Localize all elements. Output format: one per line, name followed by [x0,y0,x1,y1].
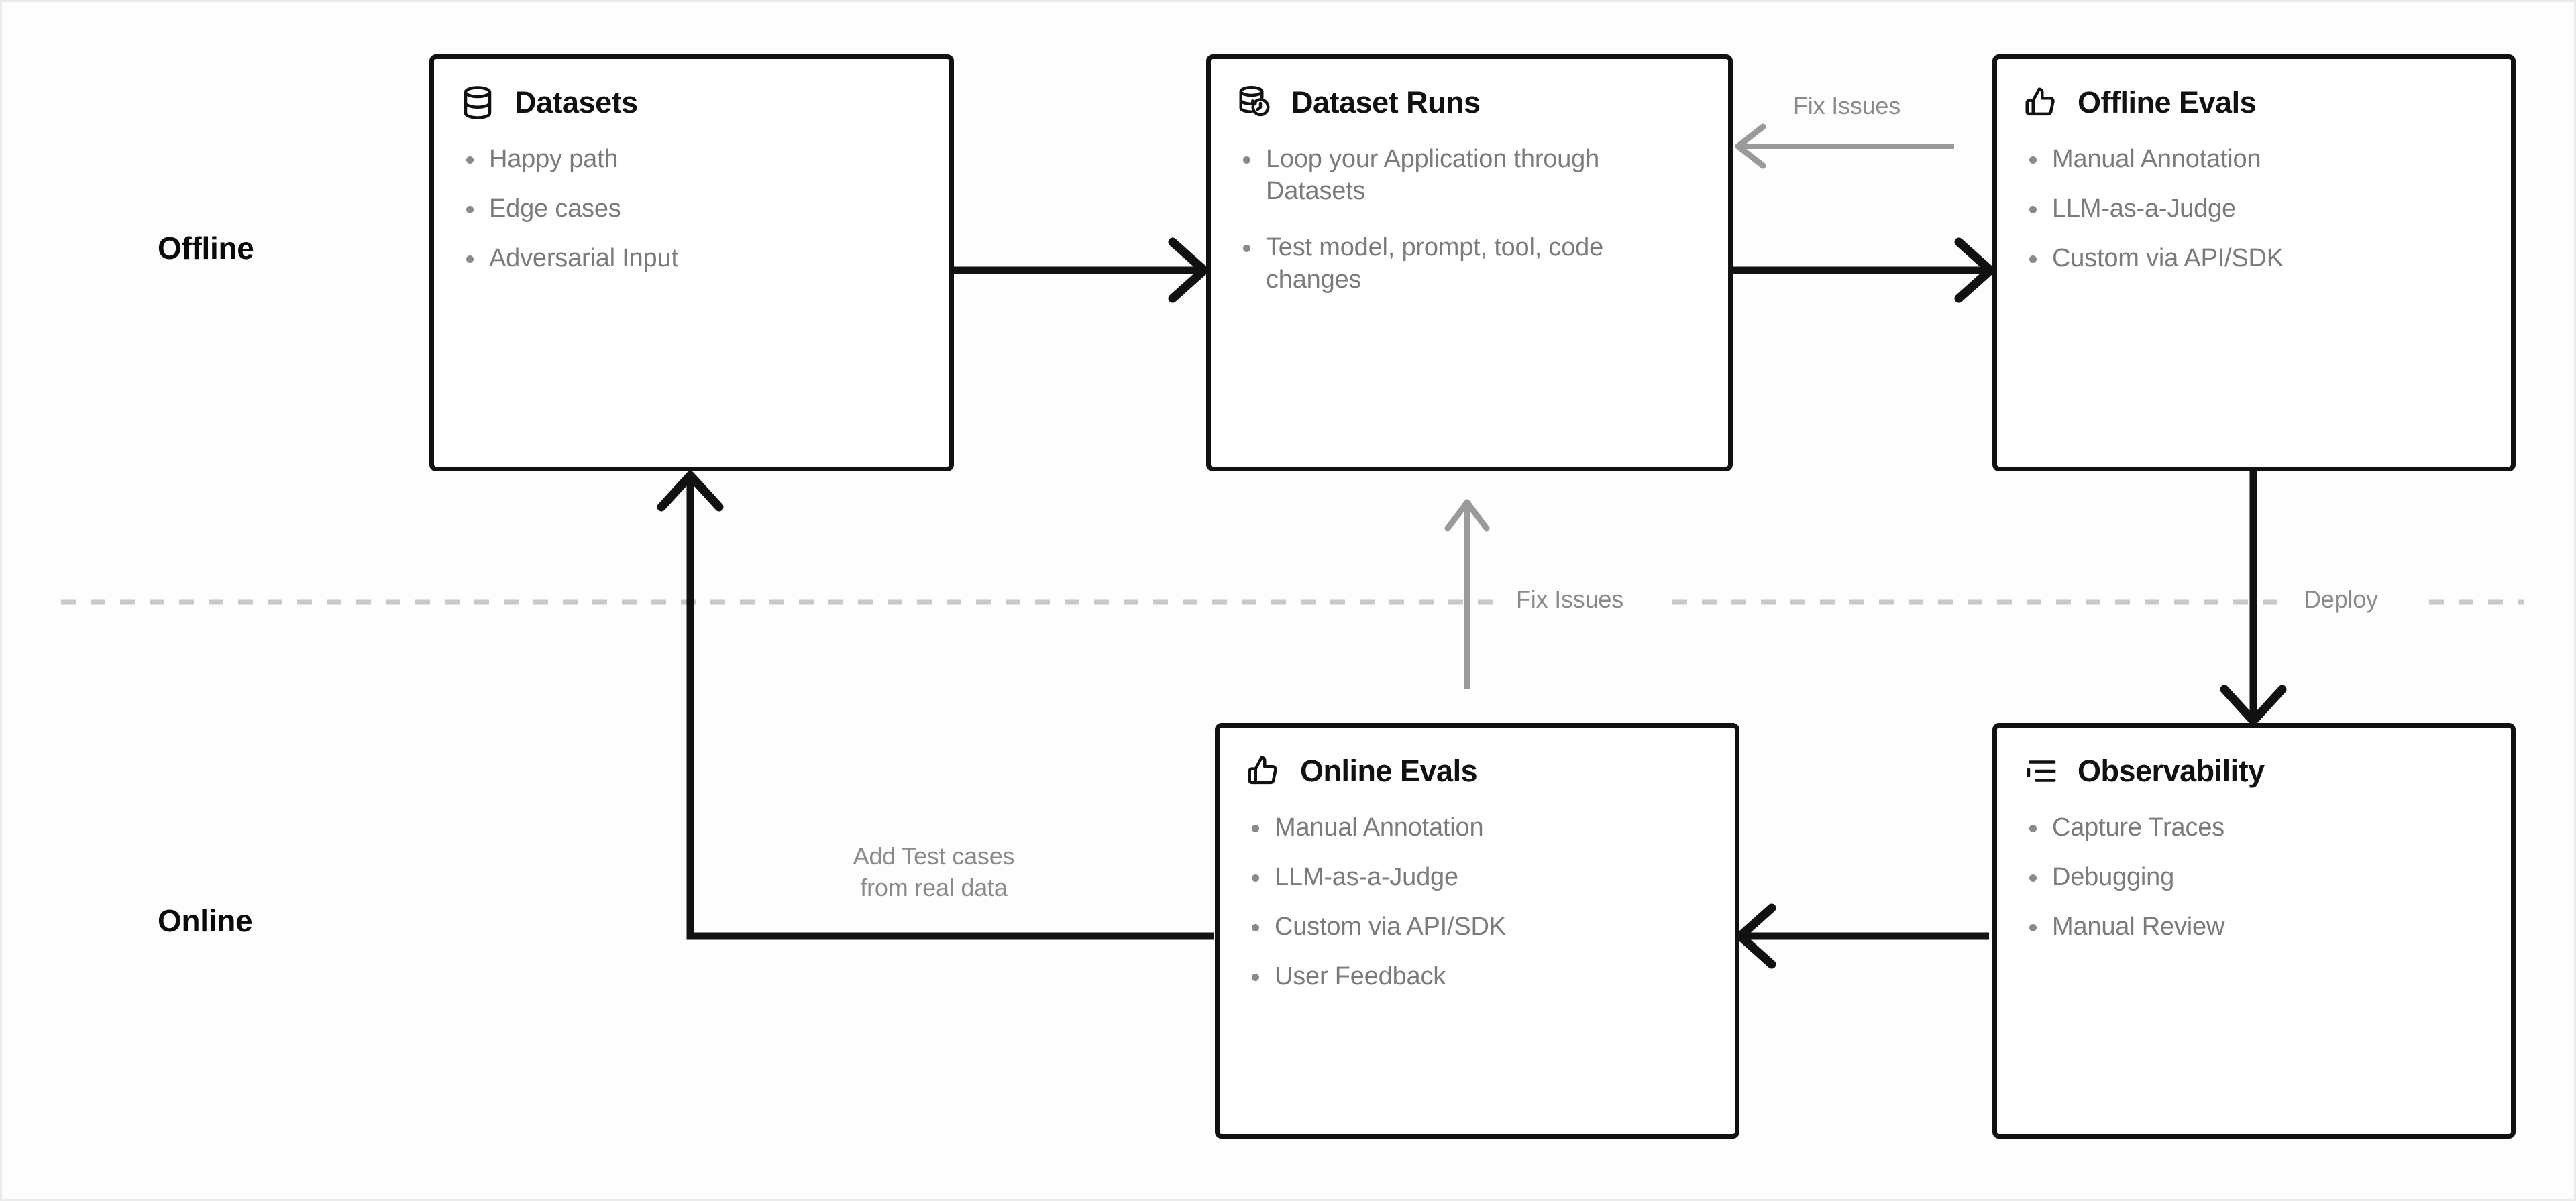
list-item: Debugging [2023,862,2484,894]
list-item: Adversarial Input [460,243,922,275]
edge-label-add-test-cases: Add Test cases from real data [813,841,1055,904]
edge-fix-issues-mid [1444,499,1490,689]
database-icon [460,84,496,121]
list-item: Manual Annotation [1245,812,1708,844]
lane-label-online: Online [158,903,253,938]
bullet-list: Loop your Application through Datasets T… [1236,144,1701,296]
list-item: Custom via API/SDK [1245,911,1708,943]
node-online-evals[interactable]: Online Evals Manual Annotation LLM-as-a-… [1215,723,1739,1139]
list-item: Custom via API/SDK [2023,243,2484,275]
list-item: Happy path [460,144,922,176]
list-item: Capture Traces [2023,812,2484,844]
thumbs-up-icon [1245,753,1281,789]
node-title: Datasets [515,85,638,119]
list-item: Loop your Application through Datasets [1236,144,1701,208]
lane-label-offline: Offline [158,231,254,266]
bullet-list: Happy path Edge cases Adversarial Input [460,144,922,275]
list-item: Test model, prompt, tool, code changes [1236,232,1701,296]
bullet-list: Manual Annotation LLM-as-a-Judge Custom … [2023,144,2484,275]
list-tree-icon [2023,753,2059,789]
node-datasets[interactable]: Datasets Happy path Edge cases Adversari… [429,54,954,471]
list-item: LLM-as-a-Judge [2023,193,2484,225]
edge-deploy [2220,471,2287,726]
bullet-list: Capture Traces Debugging Manual Review [2023,812,2484,943]
node-header: Online Evals [1245,753,1708,789]
bullet-list: Manual Annotation LLM-as-a-Judge Custom … [1245,812,1708,993]
thumbs-up-icon [2023,84,2059,121]
edge-dataset-runs-to-offline-evals [1733,237,1995,303]
node-header: Dataset Runs [1236,84,1701,121]
edge-fix-issues-top [1735,123,1954,169]
node-title: Dataset Runs [1291,85,1481,119]
node-observability[interactable]: Observability Capture Traces Debugging M… [1992,723,2516,1139]
edge-label-fix-issues-mid: Fix Issues [1507,585,1633,614]
node-header: Datasets [460,84,922,121]
list-item: Manual Annotation [2023,144,2484,176]
add-test-cases-line-2: from real data [860,873,1008,901]
edge-label-deploy: Deploy [2294,585,2387,614]
database-refresh-icon [1236,84,1273,121]
node-dataset-runs[interactable]: Dataset Runs Loop your Application throu… [1206,54,1733,471]
node-header: Observability [2023,753,2484,789]
node-title: Online Evals [1300,754,1478,788]
node-title: Observability [2078,754,2265,788]
list-item: LLM-as-a-Judge [1245,862,1708,894]
edge-label-fix-issues-top: Fix Issues [1784,92,1911,120]
add-test-cases-line-1: Add Test cases [853,842,1015,870]
edge-observability-to-online-evals [1735,903,1989,969]
node-title: Offline Evals [2078,85,2257,119]
list-item: User Feedback [1245,961,1708,993]
list-item: Manual Review [2023,911,2484,943]
edge-datasets-to-dataset-runs [954,237,1209,303]
node-offline-evals[interactable]: Offline Evals Manual Annotation LLM-as-a… [1992,54,2516,471]
list-item: Edge cases [460,193,922,225]
node-header: Offline Evals [2023,84,2484,121]
